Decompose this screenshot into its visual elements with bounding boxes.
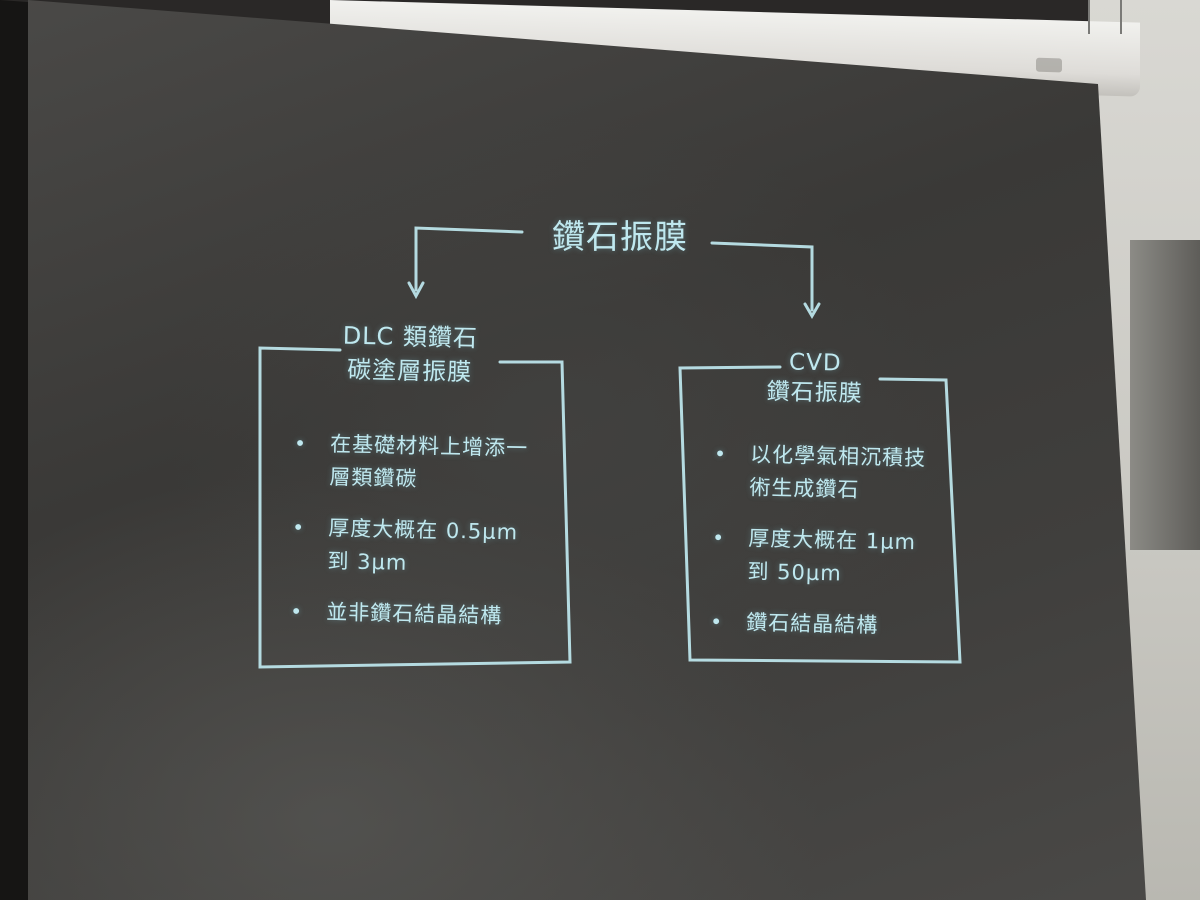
left-heading-line2: 碳塗層振膜 xyxy=(346,355,473,387)
list-item: 厚度大概在 1μm 到 50μm xyxy=(711,522,927,593)
list-item: 在基礎材料上增添一層類鑽碳 xyxy=(293,427,539,499)
right-bullet-list: 以化學氣相沉積技術生成鑽石 厚度大概在 1μm 到 50μm 鑽石結晶結構 xyxy=(710,438,930,662)
list-item: 厚度大概在 0.5μm 到 3μm xyxy=(291,511,537,583)
list-item: 並非鑽石結晶結構 xyxy=(290,595,536,634)
wall-shadow xyxy=(1130,240,1200,550)
right-heading-line2: 鑽石振膜 xyxy=(766,378,863,407)
ceiling-bracket xyxy=(1088,0,1122,34)
left-heading: DLC 類鑽石 碳塗層振膜 xyxy=(299,318,520,391)
right-arrowhead xyxy=(803,302,821,319)
right-connector-line xyxy=(710,241,814,312)
right-heading: CVD 鑽石振膜 xyxy=(734,346,895,409)
left-bullet-list: 在基礎材料上增添一層類鑽碳 厚度大概在 0.5μm 到 3μm 並非鑽石結晶結構 xyxy=(290,427,540,652)
left-arrowhead xyxy=(407,281,425,300)
left-box-outline xyxy=(258,346,572,669)
right-box-outline xyxy=(678,365,962,664)
left-heading-line1: DLC 類鑽石 xyxy=(342,321,479,353)
left-connector-line xyxy=(414,226,524,292)
slide-title: 鑽石振膜 xyxy=(552,217,688,256)
list-item: 鑽石結晶結構 xyxy=(710,606,926,644)
right-heading-line1: CVD xyxy=(788,349,842,377)
list-item: 以化學氣相沉積技術生成鑽石 xyxy=(713,438,929,509)
